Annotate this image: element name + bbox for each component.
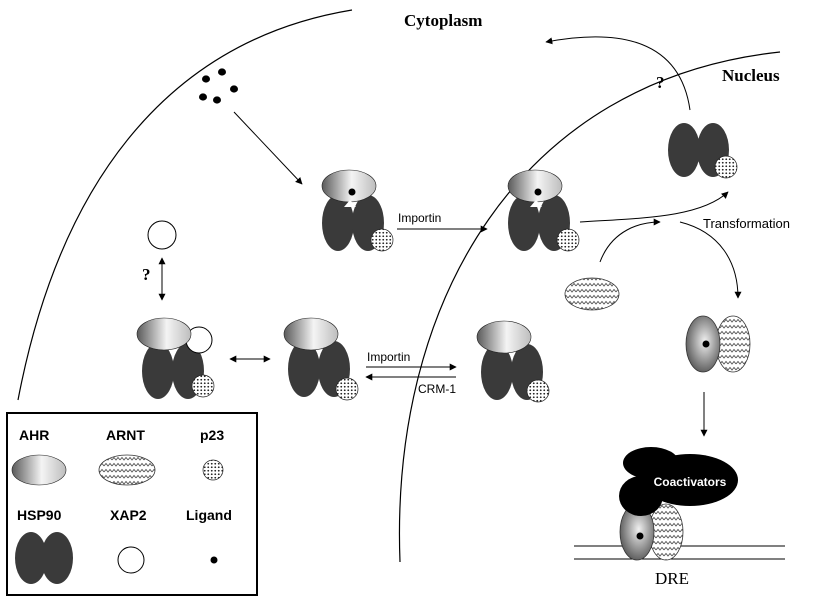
importin-label-top: Importin [398, 211, 441, 225]
transformation-arrow [579, 191, 729, 223]
coactivators-label: Coactivators [654, 475, 727, 489]
legend-ahr-label: AHR [19, 427, 49, 443]
legend-arnt-label: ARNT [106, 427, 145, 443]
legend-ligand-label: Ligand [186, 507, 232, 523]
ligand-cluster [199, 68, 238, 104]
complex-ligand-bound-nucleus [507, 169, 580, 252]
legend-p23-symbol [202, 459, 224, 481]
export-arrow [545, 36, 691, 111]
released-hsp90-p23 [668, 123, 738, 179]
legend-hsp90-symbol [15, 532, 73, 584]
legend-arnt-symbol [98, 454, 156, 486]
legend-xap2-label: XAP2 [110, 507, 147, 523]
complex-ligand-bound-cytoplasm [321, 169, 394, 252]
complex-unliganded-cytoplasm [283, 317, 359, 401]
question-mark-top: ? [656, 73, 665, 92]
complex-with-xap2 [136, 317, 215, 399]
cell-membrane [17, 9, 353, 401]
arnt-joining-arrow [599, 218, 661, 263]
legend-ligand-symbol [210, 556, 218, 564]
question-mark-left: ? [142, 265, 151, 284]
dre-complex [574, 447, 785, 561]
dre-label: DRE [655, 569, 689, 588]
cytoplasm-label: Cytoplasm [404, 11, 482, 30]
free-xap2 [147, 220, 177, 250]
complex-unliganded-nucleus [476, 320, 550, 403]
free-arnt [564, 277, 620, 311]
ligand-binding-arrow [233, 111, 303, 185]
ahr-arnt-dimer [685, 315, 751, 373]
legend-hsp90-label: HSP90 [17, 507, 62, 523]
nuclear-envelope [398, 51, 781, 563]
crm1-label: CRM-1 [418, 382, 456, 396]
legend-ahr-symbol [11, 454, 67, 486]
legend-p23-label: p23 [200, 427, 224, 443]
legend-xap2-symbol [117, 546, 145, 574]
importin-label-mid: Importin [367, 350, 410, 364]
nucleus-label: Nucleus [722, 66, 780, 85]
legend: AHR ARNT p23 HSP90 XAP2 Ligand [6, 412, 258, 596]
transformation-label: Transformation [703, 216, 790, 231]
dimerization-arrow [679, 221, 742, 299]
